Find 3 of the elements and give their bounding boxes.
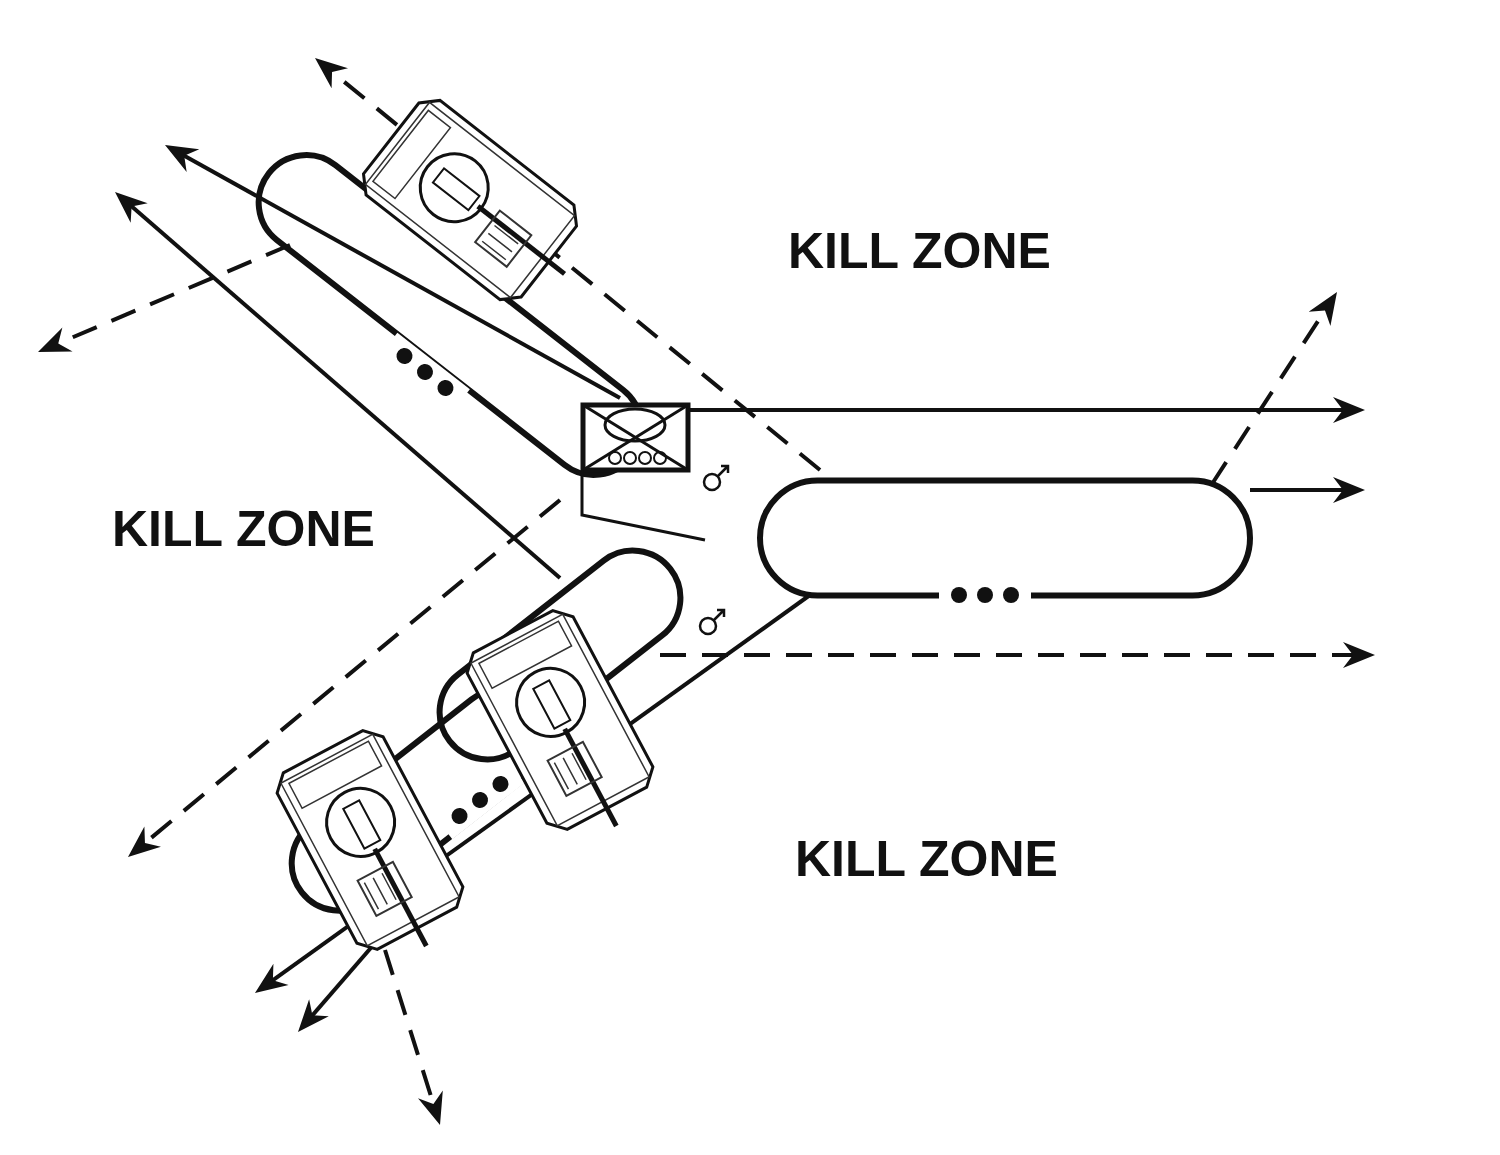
zone-label: KILL ZONE xyxy=(788,222,1051,280)
zone-label: KILL ZONE xyxy=(112,500,375,558)
zone-label: KILL ZONE xyxy=(795,830,1058,888)
